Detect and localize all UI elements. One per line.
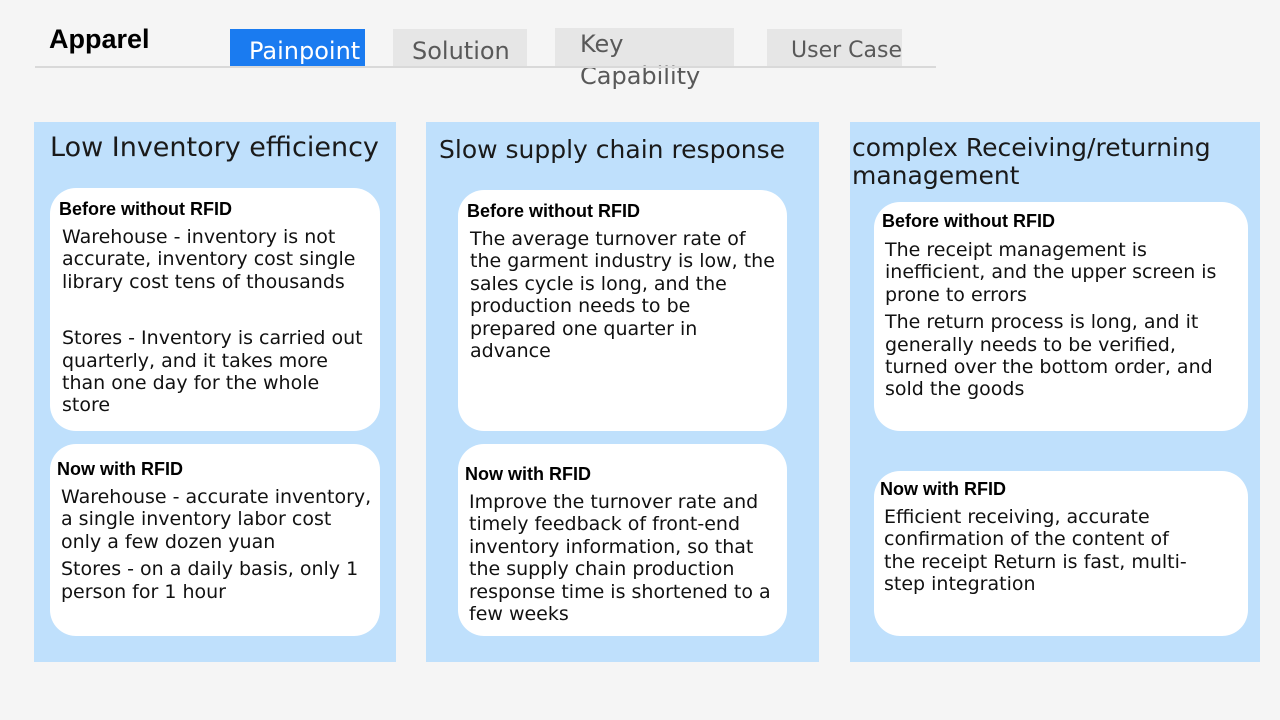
- before-paragraph: Stores - Inventory is carried out quarte…: [62, 327, 363, 417]
- now-text: Efficient receiving, accurate confirmati…: [884, 506, 1204, 596]
- before-paragraph: The return process is long, and it gener…: [885, 311, 1213, 401]
- before-text: Warehouse - inventory is not accurate, i…: [62, 226, 372, 417]
- painpoint-column-inventory: Low Inventory efficiency Before without …: [34, 122, 396, 662]
- now-text: Improve the turnover rate and timely fee…: [469, 491, 781, 625]
- before-card: Before without RFID The average turnover…: [458, 190, 787, 431]
- now-text: Warehouse - accurate inventory, a single…: [61, 486, 375, 603]
- now-label: Now with RFID: [465, 464, 591, 484]
- before-paragraph: Warehouse - inventory is not accurate, i…: [62, 226, 356, 293]
- tab-painpoint[interactable]: Painpoint: [230, 29, 365, 67]
- now-paragraph: Warehouse - accurate inventory, a single…: [61, 486, 372, 553]
- before-label: Before without RFID: [59, 199, 232, 219]
- now-card: Now with RFID Improve the turnover rate …: [458, 444, 787, 636]
- column-heading: Low Inventory efficiency: [50, 132, 379, 163]
- now-card: Now with RFID Warehouse - accurate inven…: [50, 444, 380, 636]
- now-paragraph: Efficient receiving, accurate confirmati…: [884, 506, 1187, 596]
- tab-key-capability[interactable]: Key Capability: [555, 28, 734, 90]
- now-paragraph: Improve the turnover rate and timely fee…: [469, 491, 771, 626]
- tab-user-case[interactable]: User Case: [767, 29, 902, 67]
- before-card: Before without RFID The receipt manageme…: [874, 202, 1248, 431]
- now-label: Now with RFID: [57, 459, 183, 479]
- before-text: The average turnover rate of the garment…: [470, 228, 780, 362]
- column-heading: Slow supply chain response: [439, 135, 785, 164]
- painpoint-column-receiving: complex Receiving/returning management B…: [850, 122, 1260, 662]
- before-label: Before without RFID: [882, 211, 1055, 231]
- now-label: Now with RFID: [880, 479, 1006, 499]
- page-title: Apparel: [49, 24, 150, 54]
- column-heading: complex Receiving/returning management: [852, 133, 1211, 190]
- now-paragraph: Stores - on a daily basis, only 1 person…: [61, 558, 359, 603]
- tab-solution[interactable]: Solution: [393, 29, 527, 67]
- tabs-underline: [35, 66, 936, 68]
- before-card: Before without RFID Warehouse - inventor…: [50, 188, 380, 431]
- painpoint-column-supply-chain: Slow supply chain response Before withou…: [426, 122, 819, 662]
- now-card: Now with RFID Efficient receiving, accur…: [874, 471, 1248, 636]
- before-label: Before without RFID: [467, 201, 640, 221]
- before-paragraph: The average turnover rate of the garment…: [470, 228, 775, 363]
- before-text: The receipt management is inefficient, a…: [885, 239, 1241, 401]
- before-paragraph: The receipt management is inefficient, a…: [885, 239, 1217, 306]
